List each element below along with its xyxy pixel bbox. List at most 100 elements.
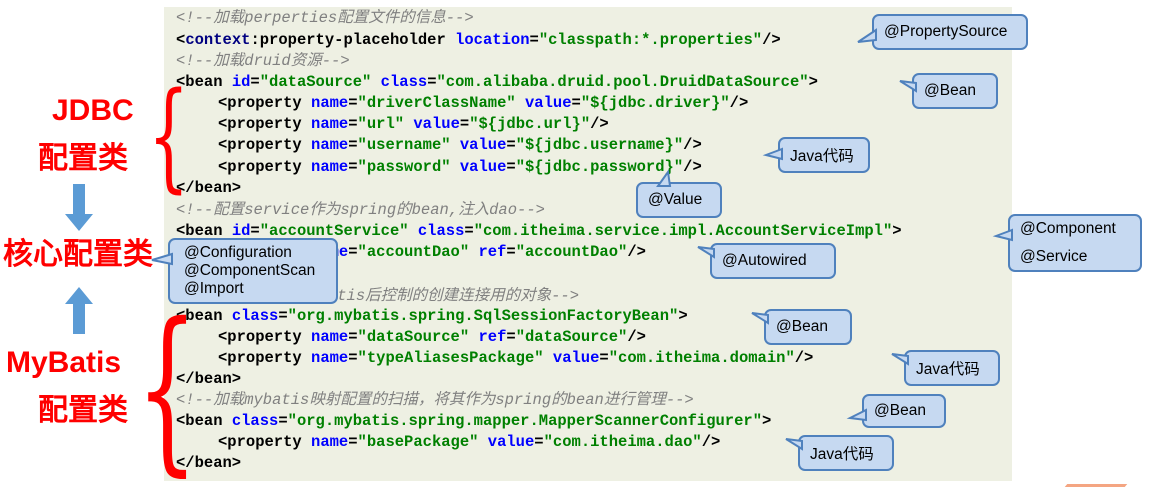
code-token: "org.mybatis.spring.SqlSessionFactoryBea… (287, 307, 679, 325)
code-line: <property name="typeAliasesPackage" valu… (218, 348, 813, 368)
callout-text: @Value (648, 191, 703, 208)
code-token: "classpath:*.properties" (538, 31, 763, 49)
code-token: value (552, 349, 600, 367)
code-token: context (185, 31, 251, 49)
code-line: <property name="dataSource" ref="dataSou… (218, 327, 646, 347)
code-token: /> (701, 433, 721, 451)
jdbc-label: JDBC (52, 94, 134, 127)
code-token (404, 115, 413, 133)
component-callout-text: @Component (1020, 220, 1116, 237)
code-token: <property (218, 115, 312, 133)
code-token: = (599, 349, 609, 367)
up-arrow-icon (65, 287, 93, 334)
service-callout-text: @Service (1020, 248, 1088, 265)
code-token: = (529, 31, 539, 49)
code-token (516, 94, 525, 112)
callout-text: Java代码 (916, 361, 980, 378)
core-config-label: 核心配置类 (3, 238, 153, 271)
import-callout-text: @Import (184, 280, 244, 297)
code-token: /> (762, 31, 781, 49)
code-token: <!--加载perperties配置文件的信息--> (176, 9, 474, 27)
code-token: "com.alibaba.druid.pool.DruidDataSource" (436, 73, 809, 91)
java-code-callout-1: Java代码 (762, 137, 870, 173)
code-token: > (762, 412, 772, 430)
code-token: "com.itheima.domain" (608, 349, 795, 367)
code-token: class (380, 73, 428, 91)
code-token: <property (218, 328, 312, 346)
code-token: class (231, 412, 279, 430)
code-token: = (278, 412, 288, 430)
component-service-callout: @Component @Service (992, 214, 1142, 272)
code-line: <property name="driverClassName" value="… (218, 93, 748, 113)
callout-text: @Bean (776, 318, 828, 335)
code-token: name (311, 136, 349, 154)
code-token: "${jdbc.driver}" (580, 94, 730, 112)
code-token: name (311, 349, 349, 367)
bean-callout-2: @Bean (751, 309, 852, 345)
code-token: </bean> (176, 370, 242, 388)
mybatis-sub-label: 配置类 (38, 394, 128, 427)
code-token: id (231, 222, 251, 240)
code-line: <bean id="dataSource" class="com.alibaba… (176, 72, 818, 92)
code-token: = (348, 94, 358, 112)
code-token: = (250, 73, 260, 91)
code-line: <context:property-placeholder location="… (176, 30, 781, 50)
code-token: id (231, 73, 251, 91)
code-token: <!--加载druid资源--> (176, 52, 350, 70)
code-token (409, 222, 418, 240)
code-token (451, 158, 460, 176)
code-token: "dataSource" (357, 328, 470, 346)
code-token: value (459, 158, 507, 176)
core-annotations-callout: @Configuration @ComponentScan @Import (151, 238, 338, 304)
code-token: class (417, 222, 465, 240)
code-token: = (571, 94, 581, 112)
code-token: </bean> (176, 179, 242, 197)
code-token: value (459, 136, 507, 154)
callout-text: @Autowired (722, 252, 807, 269)
code-token: "url" (357, 115, 405, 133)
code-token: = (348, 433, 358, 451)
code-token: "${jdbc.password}" (515, 158, 684, 176)
code-token: = (534, 433, 544, 451)
code-token: <property (218, 349, 312, 367)
property-source-callout: @PropertySource (857, 14, 1028, 50)
down-arrow-icon (65, 184, 93, 231)
mybatis-label: MyBatis (6, 346, 122, 379)
code-token: = (506, 243, 516, 261)
code-token (544, 349, 553, 367)
code-token: /> (590, 115, 609, 133)
code-token: ref (478, 243, 507, 261)
code-token: = (348, 136, 358, 154)
mybatis-brace: { (136, 285, 199, 492)
code-token: <!--配置service作为spring的bean,注入dao--> (176, 201, 545, 219)
code-token: = (506, 158, 516, 176)
code-line: <property name="basePackage" value="com.… (218, 432, 720, 452)
code-token: <property (218, 158, 312, 176)
code-token (478, 433, 487, 451)
code-token: :property-placeholder (250, 31, 456, 49)
code-token: = (506, 328, 516, 346)
code-token: "driverClassName" (357, 94, 516, 112)
code-token: name (311, 115, 349, 133)
code-token (451, 136, 460, 154)
code-token: <property (218, 433, 312, 451)
jdbc-sub-label: 配置类 (38, 142, 128, 175)
code-token: /> (729, 94, 749, 112)
code-token: value (413, 115, 460, 133)
jdbc-brace: { (148, 66, 190, 204)
bean-callout-1: @Bean (899, 73, 998, 109)
code-token: "com.itheima.dao" (543, 433, 702, 451)
code-token: </bean> (176, 454, 242, 472)
code-token: "dataSource" (259, 73, 372, 91)
code-token: > (808, 73, 818, 91)
java-code-callout-2: Java代码 (891, 350, 1000, 386)
code-token: name (311, 94, 349, 112)
code-line: <!--加载mybatis映射配置的扫描，将其作为spring的bean进行管理… (176, 390, 694, 410)
bean-callout-3: @Bean (846, 394, 946, 428)
callout-text: @Bean (874, 402, 926, 419)
code-token: <!--加载mybatis映射配置的扫描，将其作为spring的bean进行管理… (176, 391, 694, 409)
code-token: value (487, 433, 535, 451)
code-token: <bean (176, 222, 232, 240)
java-code-callout-3: Java代码 (785, 435, 894, 471)
code-token: "com.itheima.service.impl.AccountService… (473, 222, 893, 240)
